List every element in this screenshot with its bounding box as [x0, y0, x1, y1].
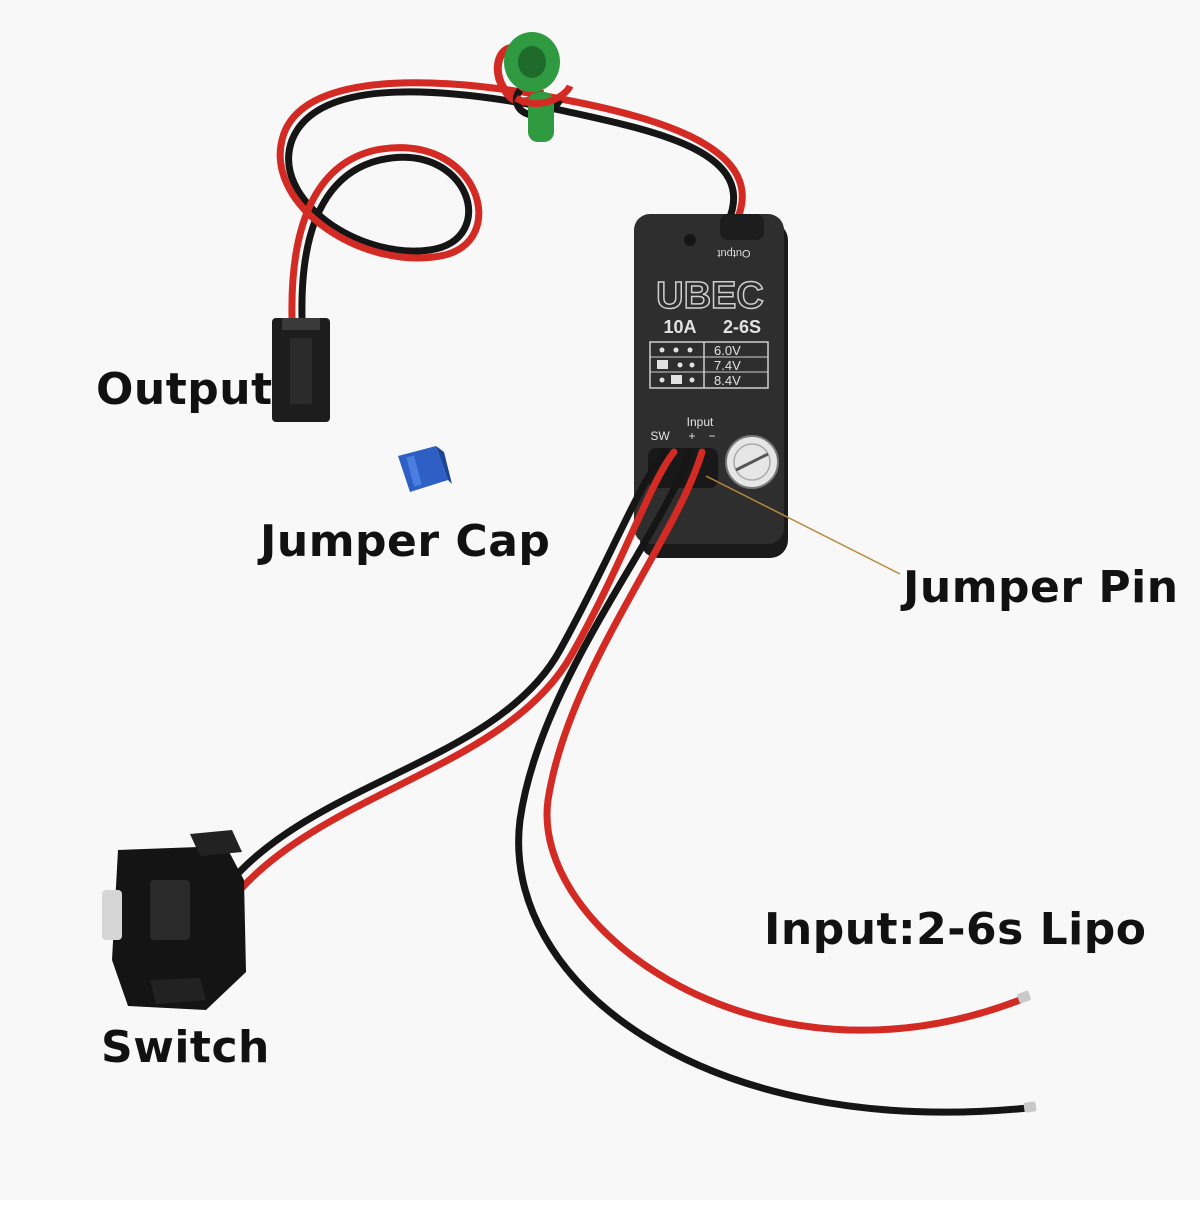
callout-switch: Switch	[101, 1022, 270, 1073]
device-plus-label: +	[688, 429, 695, 443]
jumper-pin-pointer	[705, 475, 901, 575]
device-minus-label: −	[708, 429, 715, 443]
output-wire-loop	[276, 79, 746, 322]
device-input-label: Input	[687, 415, 714, 429]
jumper-diagram-row-1	[659, 347, 693, 353]
switch-wire	[228, 448, 678, 894]
servo-connector	[272, 318, 330, 422]
voltage-option-1: 6.0V	[714, 343, 741, 358]
device-sw-label: SW	[650, 429, 670, 443]
voltage-option-2: 7.4V	[714, 358, 741, 373]
device-brand: UBEC	[656, 275, 764, 317]
device-output-label: Output	[717, 247, 750, 259]
device-cells: 2-6S	[723, 317, 761, 337]
callout-jumper-pin: Jumper Pin	[903, 562, 1179, 613]
battery-input-wires	[515, 448, 1037, 1116]
device-current: 10A	[663, 317, 696, 337]
voltage-option-3: 8.4V	[714, 373, 741, 388]
ferrite-ring	[493, 32, 574, 142]
jumper-diagram-row-3	[659, 375, 695, 384]
jumper-cap	[398, 446, 452, 492]
callout-input: Input:2-6s Lipo	[764, 904, 1147, 955]
callout-output: Output	[96, 364, 273, 415]
switch-housing	[102, 830, 246, 1010]
jumper-diagram-row-2	[657, 360, 695, 369]
callout-jumper-cap: Jumper Cap	[260, 516, 551, 567]
